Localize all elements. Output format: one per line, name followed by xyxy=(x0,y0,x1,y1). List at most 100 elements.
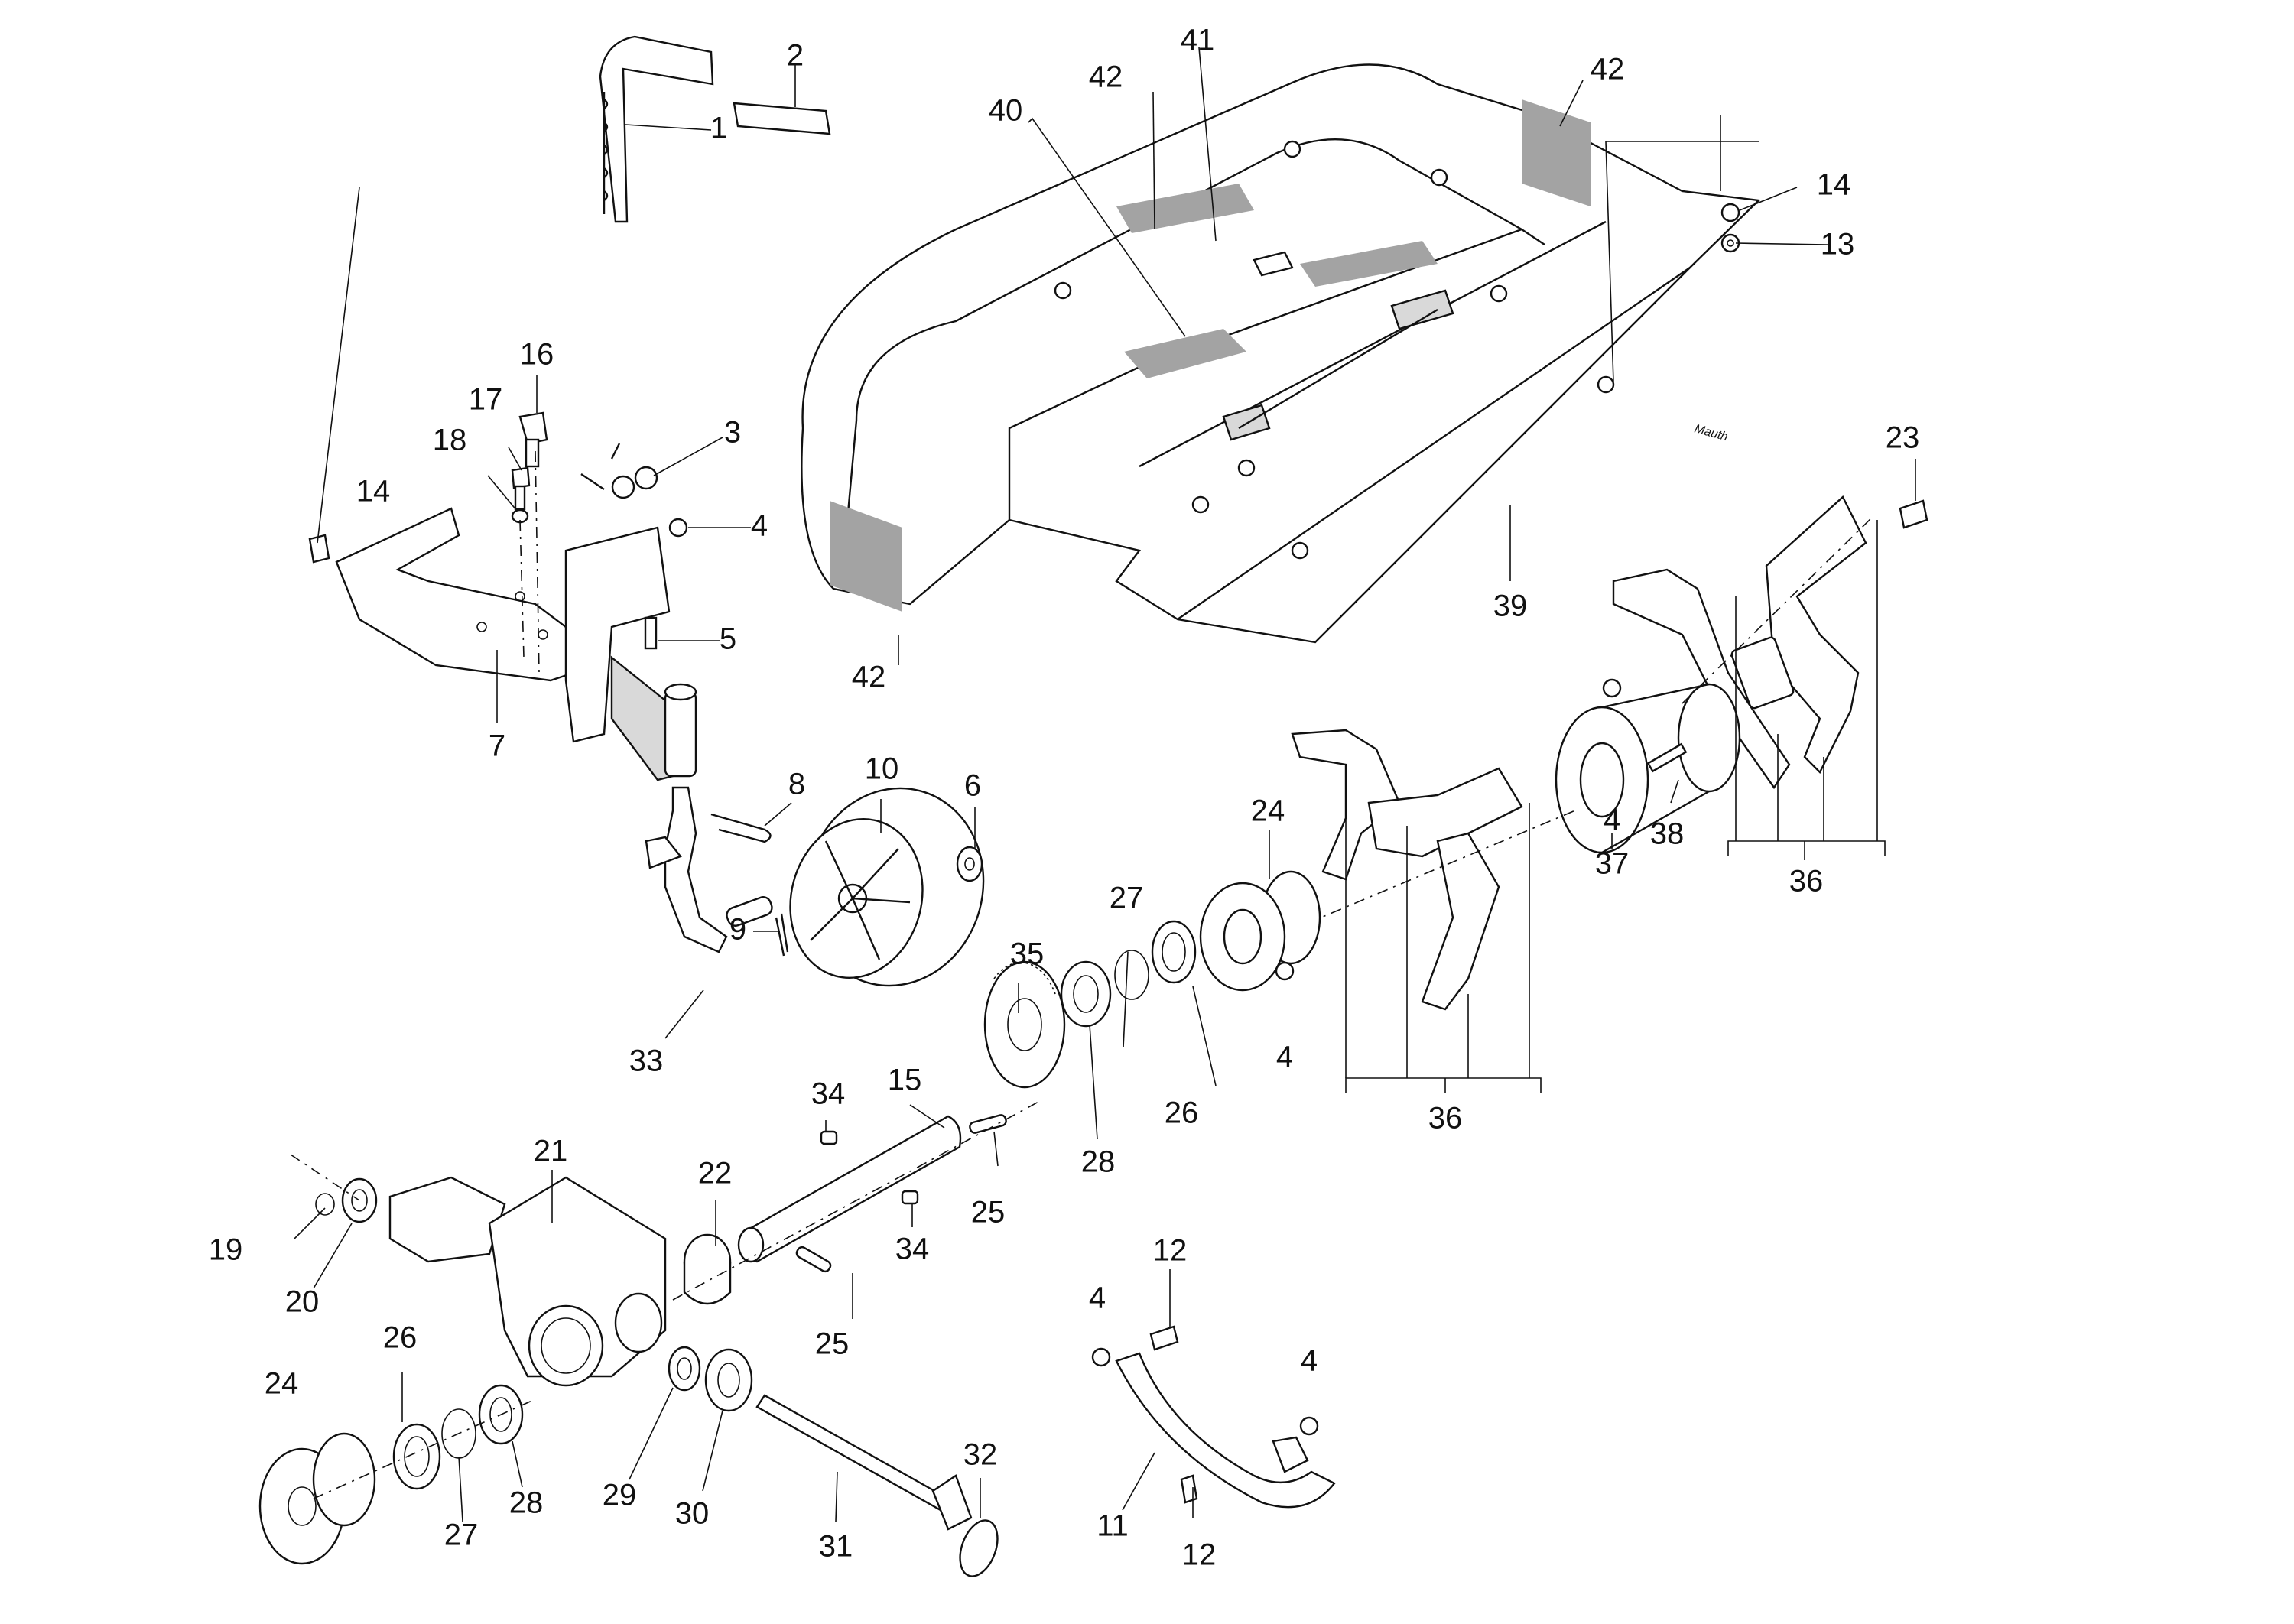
callout-14: 14 xyxy=(1817,168,1851,202)
callout-15: 15 xyxy=(888,1064,922,1097)
callout-18: 18 xyxy=(433,424,467,457)
pin-bolt xyxy=(644,616,658,650)
callout-10: 10 xyxy=(865,752,899,786)
callout-23: 23 xyxy=(1886,421,1920,455)
callout-12: 12 xyxy=(1182,1538,1217,1572)
mounting-bracket xyxy=(335,507,690,781)
roll-pin xyxy=(969,1114,1007,1134)
roll-pin xyxy=(795,1246,832,1273)
callout-26: 26 xyxy=(383,1321,418,1355)
spacer-sleeve xyxy=(683,1233,732,1305)
callout-42: 42 xyxy=(852,661,886,694)
callout-34: 34 xyxy=(895,1233,930,1266)
callout-4: 4 xyxy=(1276,1041,1293,1074)
callout-27: 27 xyxy=(1110,882,1144,915)
wheel-arm xyxy=(645,786,773,953)
axle-shaft xyxy=(737,1115,962,1263)
flange-hub xyxy=(1199,870,1321,992)
callout-11: 11 xyxy=(1097,1509,1129,1543)
small-bolt xyxy=(511,466,531,511)
callout-27: 27 xyxy=(444,1518,479,1552)
callout-labels: 1 2 3 4 4 4 4 4 5 6 7 8 9 10 11 12 12 13… xyxy=(209,24,1920,1572)
tine-bolt xyxy=(1899,499,1928,529)
lever-grip xyxy=(733,102,831,135)
tine-set-right xyxy=(1612,495,1867,790)
skid-bolt-bottom xyxy=(1180,1474,1198,1504)
callout-25: 25 xyxy=(971,1196,1006,1229)
pinion-shaft xyxy=(755,1394,973,1531)
callout-16: 16 xyxy=(520,338,554,372)
cotter-pin xyxy=(775,913,789,957)
seal xyxy=(1151,920,1197,984)
callout-2: 2 xyxy=(787,39,804,73)
callout-36: 36 xyxy=(1428,1102,1463,1135)
callout-20: 20 xyxy=(285,1285,320,1319)
callout-7: 7 xyxy=(489,729,505,763)
key xyxy=(901,1190,919,1205)
callout-26: 26 xyxy=(1165,1096,1199,1130)
hub-bolt xyxy=(1646,742,1688,773)
flange-bolt xyxy=(308,534,330,564)
hub-nut-left xyxy=(1275,961,1295,981)
callout-4: 4 xyxy=(1089,1281,1106,1315)
callout-30: 30 xyxy=(675,1497,710,1531)
callout-38: 38 xyxy=(1650,817,1685,851)
skid-nut-right xyxy=(1299,1416,1319,1436)
tine-hub xyxy=(1555,683,1741,854)
nut xyxy=(668,518,688,538)
callout-29: 29 xyxy=(603,1479,637,1512)
tine-shield xyxy=(801,63,1761,644)
signature: Mauth xyxy=(1693,422,1729,443)
hub-nut xyxy=(1602,678,1622,698)
callout-40: 40 xyxy=(989,94,1023,128)
callout-13: 13 xyxy=(1821,228,1855,261)
hitch-pin xyxy=(710,813,772,843)
bearing xyxy=(1060,960,1112,1028)
callout-42: 42 xyxy=(1089,60,1123,94)
callout-32: 32 xyxy=(963,1438,998,1472)
skid-nut-left xyxy=(1091,1347,1111,1367)
depth-skid xyxy=(1115,1352,1336,1509)
skid-bolt-top xyxy=(1149,1325,1179,1351)
callout-41: 41 xyxy=(1181,24,1215,57)
seal-lower xyxy=(392,1423,441,1490)
callout-4: 4 xyxy=(1604,804,1620,837)
callout-37: 37 xyxy=(1595,847,1630,881)
callout-21: 21 xyxy=(534,1135,568,1168)
callout-39: 39 xyxy=(1493,590,1528,623)
snap-ring xyxy=(1114,950,1149,1000)
warning-decals xyxy=(830,99,1591,612)
pivot-tube xyxy=(664,683,697,778)
callout-14: 14 xyxy=(356,475,391,508)
callout-28: 28 xyxy=(509,1486,544,1520)
callout-3: 3 xyxy=(724,416,741,450)
hex-bolt xyxy=(518,411,548,468)
callout-24: 24 xyxy=(265,1367,299,1401)
torsion-spring xyxy=(580,443,658,499)
bearing-29 xyxy=(668,1346,701,1392)
leader-lines xyxy=(294,47,1916,1522)
callout-9: 9 xyxy=(729,913,746,947)
wheel-washer xyxy=(956,846,983,882)
callout-28: 28 xyxy=(1081,1145,1116,1179)
callout-33: 33 xyxy=(629,1044,664,1078)
callout-24: 24 xyxy=(1251,794,1285,828)
callout-4: 4 xyxy=(751,509,768,543)
circlip xyxy=(315,1193,335,1216)
bevel-gear xyxy=(983,960,1066,1089)
callout-35: 35 xyxy=(1010,937,1045,971)
callout-17: 17 xyxy=(469,383,503,417)
depth-lever xyxy=(599,35,714,223)
callout-8: 8 xyxy=(788,768,805,801)
callout-1: 1 xyxy=(710,112,727,145)
key xyxy=(820,1130,838,1145)
callout-5: 5 xyxy=(720,622,736,656)
flange-hub-lower xyxy=(258,1432,376,1565)
callout-19: 19 xyxy=(209,1233,243,1267)
callout-42: 42 xyxy=(1591,53,1625,86)
callout-4: 4 xyxy=(1301,1344,1318,1378)
callout-34: 34 xyxy=(811,1077,846,1111)
end-cap xyxy=(959,1519,999,1577)
